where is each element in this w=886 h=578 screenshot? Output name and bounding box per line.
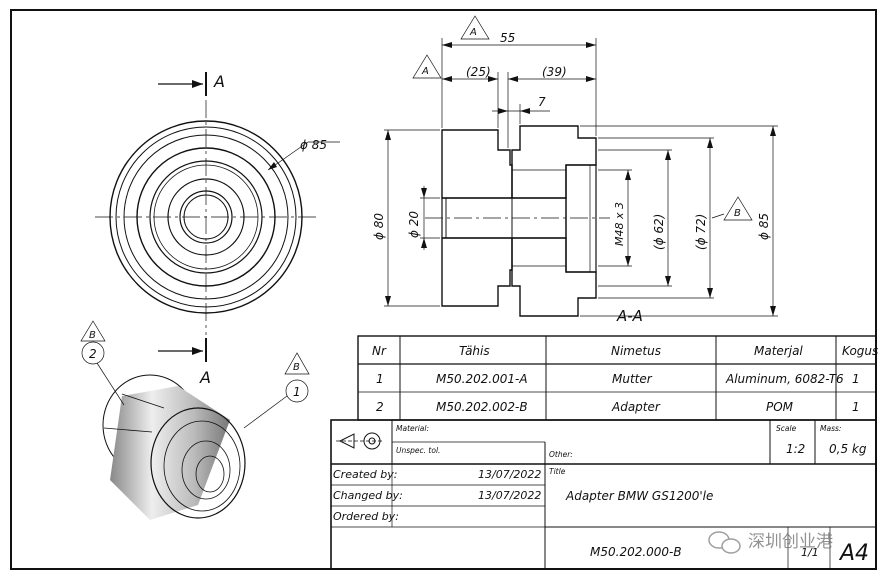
parts-header-nimetus: Nimetus	[611, 344, 661, 358]
parts-row-2-qty: 1	[852, 400, 860, 414]
parts-row-1-nr: 1	[376, 372, 384, 386]
parts-row-2-code: M50.202.002-B	[436, 400, 528, 414]
dim-dia-62: (ϕ 62)	[652, 214, 666, 250]
datum-a-left: A	[421, 66, 429, 77]
balloon-2-datum: B	[89, 330, 96, 341]
front-view: ϕ 85	[95, 100, 340, 335]
drawing-title: Adapter BMW GS1200'le	[565, 489, 713, 503]
parts-row-1-code: M50.202.001-A	[436, 372, 528, 386]
section-dimensions: 55 A A (25) (39) 7 ϕ 80	[372, 15, 778, 325]
parts-row-1-name: Mutter	[612, 372, 653, 386]
parts-row-1-qty: 1	[852, 372, 860, 386]
dim-thread: M48 x 3	[613, 202, 626, 246]
mass-value: 0,5 kg	[829, 442, 867, 456]
datum-b-section: B	[734, 208, 741, 219]
dim-dia-72: (ϕ 72)	[694, 214, 708, 250]
dim-left-part: (25)	[466, 65, 491, 79]
watermark: 深圳创业港	[708, 531, 833, 554]
section-mark-top: A	[158, 72, 225, 96]
dim-dia-80: ϕ 80	[372, 213, 386, 240]
unspec-tol-label: Unspec. tol.	[396, 446, 440, 455]
parts-header-tahis: Tähis	[459, 344, 490, 358]
sheet-format: A4	[838, 541, 869, 566]
datum-a-top: A	[469, 27, 477, 38]
balloon-2: B 2	[80, 320, 125, 406]
dim-right-part: (39)	[542, 65, 567, 79]
title-block: Material: Unspec. tol. Other: Scale 1:2 …	[330, 419, 877, 570]
section-view	[425, 125, 610, 317]
parts-header-nr: Nr	[372, 344, 387, 358]
created-date: 13/07/2022	[478, 468, 541, 481]
section-letter-top: A	[213, 72, 225, 91]
changed-date: 13/07/2022	[478, 489, 541, 502]
projection-symbol-icon	[336, 432, 384, 450]
sheet-number: 1/1	[801, 546, 819, 559]
balloon-1-datum: B	[293, 362, 300, 373]
section-mark-bottom: A	[158, 338, 211, 387]
dim-dia-20: ϕ 20	[407, 211, 421, 238]
parts-header-kogus: Kogus	[842, 344, 878, 358]
balloon-1-number: 1	[293, 385, 301, 399]
dim-dia-85: ϕ 85	[757, 213, 771, 240]
other-label: Other:	[549, 450, 573, 459]
title-label: Title	[549, 467, 566, 476]
parts-table: Nr Tähis Nimetus Materjal Kogus 1 M50.20…	[357, 335, 878, 421]
changed-by-label: Changed by:	[333, 489, 403, 502]
dim-step: 7	[538, 95, 546, 109]
watermark-text: 深圳创业港	[748, 532, 833, 552]
dim-overall-length: 55	[500, 31, 515, 45]
scale-value: 1:2	[786, 442, 805, 456]
front-diameter-label: ϕ 85	[300, 138, 327, 152]
isometric-view	[102, 374, 246, 520]
section-letter-bottom: A	[199, 368, 211, 387]
created-by-label: Created by:	[333, 468, 397, 481]
drawing-number: M50.202.000-B	[590, 545, 682, 559]
parts-header-materjal: Materjal	[754, 344, 803, 358]
material-label: Material:	[396, 424, 429, 433]
scale-label: Scale	[776, 424, 797, 433]
section-title: A-A	[616, 307, 643, 325]
parts-row-2-name: Adapter	[611, 400, 661, 414]
parts-row-2-nr: 2	[376, 400, 384, 414]
mass-label: Mass:	[820, 424, 841, 433]
balloon-1: B 1	[243, 352, 310, 429]
ordered-by-label: Ordered by:	[333, 510, 399, 523]
parts-row-1-material: Aluminum, 6082-T6	[725, 372, 844, 386]
wechat-logo-icon	[708, 531, 741, 554]
balloon-2-number: 2	[89, 347, 97, 361]
parts-row-2-material: POM	[766, 400, 794, 414]
